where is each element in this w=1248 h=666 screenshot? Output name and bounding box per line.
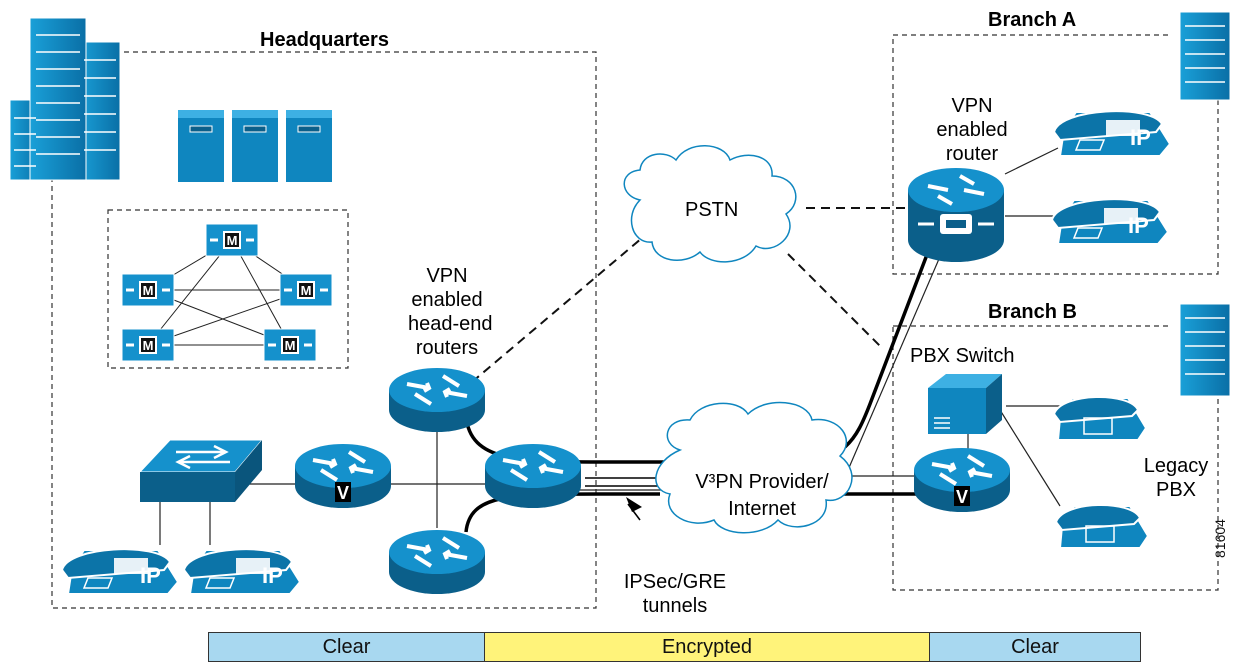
svg-text:M: M bbox=[301, 283, 312, 298]
label-line: enabled bbox=[936, 119, 1008, 141]
label-line: router bbox=[945, 143, 999, 165]
head-end-router-icon bbox=[483, 442, 583, 510]
switch-icon bbox=[138, 439, 264, 502]
tunnels-label: IPSec/GRE tunnels bbox=[612, 570, 738, 618]
branch-a-building-icon bbox=[1179, 11, 1231, 101]
hq-building-icon bbox=[9, 17, 121, 181]
svg-text:M: M bbox=[227, 233, 238, 248]
label-line: enabled bbox=[411, 289, 483, 311]
head-end-router-icon bbox=[387, 528, 487, 596]
branch-a-boundary bbox=[892, 34, 1219, 275]
svg-text:IP: IP bbox=[262, 563, 283, 588]
svg-text:M: M bbox=[143, 283, 154, 298]
voice-router-icon: V bbox=[293, 442, 393, 510]
branch-b-building-icon bbox=[1179, 303, 1231, 397]
svg-text:V: V bbox=[337, 483, 349, 503]
ip-phone-icon: IP bbox=[61, 548, 179, 595]
server-farm-icon bbox=[177, 109, 333, 183]
svg-text:M: M bbox=[285, 338, 296, 353]
figure-id: 81604 bbox=[1212, 519, 1228, 558]
pbx-switch-label: PBX Switch bbox=[910, 345, 1015, 367]
branch-a-router-label: VPN enabled router bbox=[932, 94, 1012, 166]
legend-encrypted: Encrypted bbox=[484, 632, 930, 662]
legacy-phone-icon bbox=[1055, 503, 1149, 549]
legend-clear-hq: Clear bbox=[208, 632, 485, 662]
provider-cloud-icon bbox=[655, 401, 853, 534]
branch-a-title: Branch A bbox=[988, 9, 1077, 31]
cluster-boundary bbox=[107, 209, 349, 369]
headquarters-title: Headquarters bbox=[260, 29, 389, 51]
hq-boundary bbox=[51, 51, 597, 609]
legacy-phone-icon bbox=[1053, 395, 1147, 441]
label-line: head-end bbox=[408, 313, 493, 335]
label-line: VPN bbox=[951, 95, 993, 117]
label-line: IPSec/GRE bbox=[623, 571, 727, 593]
svg-text:IP: IP bbox=[1128, 213, 1149, 238]
ip-phone-icon: IP bbox=[1051, 198, 1169, 245]
label-line: PBX bbox=[1155, 479, 1197, 501]
branch-a-vpn-router-icon bbox=[908, 168, 1004, 262]
svg-text:M: M bbox=[143, 338, 154, 353]
label-line: routers bbox=[415, 337, 479, 359]
label-line: tunnels bbox=[642, 595, 708, 617]
pstn-label: PSTN bbox=[685, 199, 739, 221]
pbx-switch-icon bbox=[928, 374, 1002, 434]
branch-b-boundary bbox=[892, 325, 1219, 591]
svg-text:V: V bbox=[956, 487, 968, 507]
legacy-pbx-label: Legacy PBX bbox=[1136, 454, 1216, 502]
svg-text:IP: IP bbox=[1130, 125, 1151, 150]
ip-phone-icon: IP bbox=[1053, 110, 1171, 157]
label-line: Internet bbox=[728, 498, 796, 520]
pstn-cloud-icon bbox=[623, 145, 797, 263]
legend-clear-branch: Clear bbox=[929, 632, 1141, 662]
branch-b-voice-router-icon: V bbox=[912, 446, 1012, 514]
svg-text:IP: IP bbox=[140, 563, 161, 588]
ip-phone-icon: IP bbox=[183, 548, 301, 595]
branch-b-title: Branch B bbox=[988, 301, 1077, 323]
label-line: Legacy bbox=[1143, 455, 1209, 477]
provider-label: V³PN Provider/ Internet bbox=[664, 470, 860, 521]
head-end-router-icon bbox=[387, 366, 487, 434]
label-line: V³PN Provider/ bbox=[695, 471, 829, 493]
hq-routers-label: VPN enabled head-end routers bbox=[408, 264, 493, 360]
label-line: VPN bbox=[426, 265, 468, 287]
